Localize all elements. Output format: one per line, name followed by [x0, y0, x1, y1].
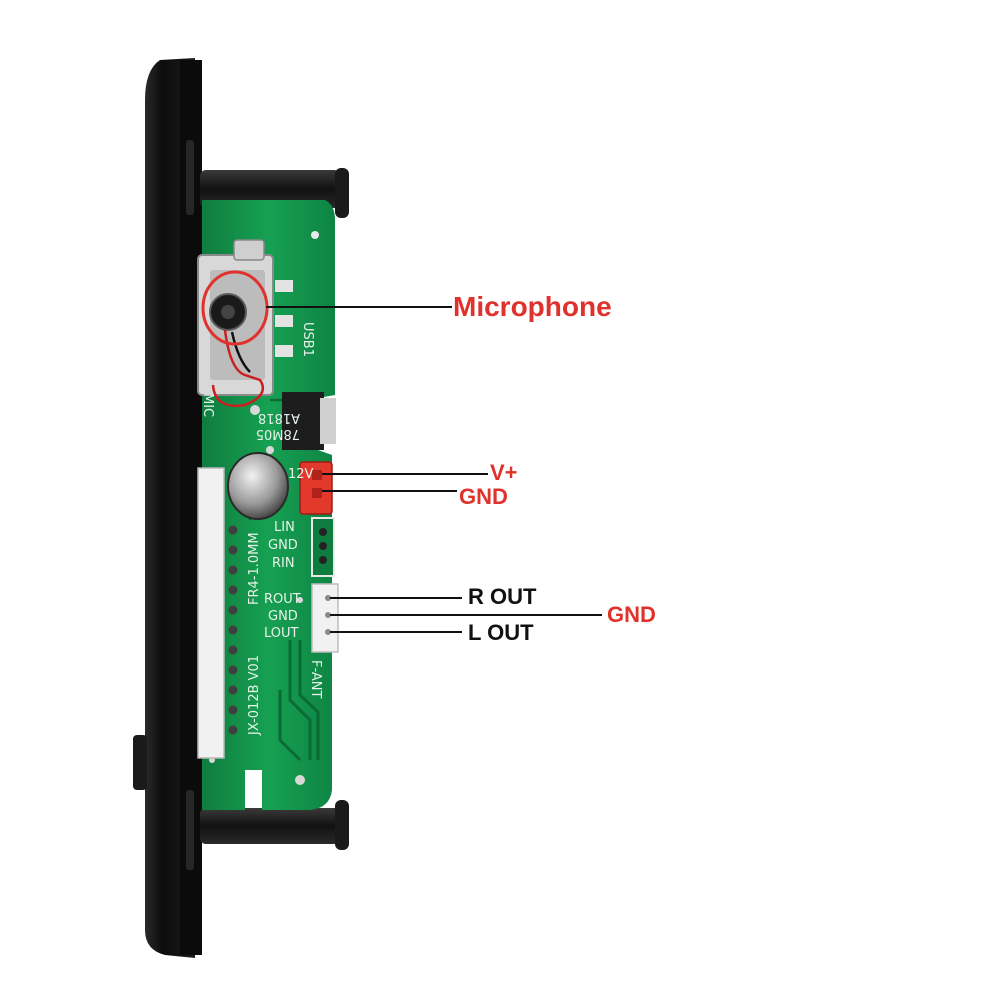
front-bezel — [133, 58, 202, 958]
callout-r-out: R OUT — [468, 584, 537, 609]
regulator-code-2: A1818 — [258, 410, 300, 425]
silk-gnd2: GND — [268, 609, 298, 624]
silk-rin: RIN — [272, 556, 295, 571]
silk-board-spec: FR4-1.0MM — [247, 532, 262, 605]
callout-lines — [266, 306, 602, 633]
callout-l-out: L OUT — [468, 620, 534, 645]
silk-mic: MIC — [200, 393, 215, 417]
side-header-connector — [197, 467, 238, 759]
callout-gnd-audio: GND — [607, 602, 656, 627]
capacitor — [227, 452, 289, 520]
mounting-bar-top — [200, 168, 349, 218]
voltage-regulator: A1818 78M05 — [256, 392, 336, 450]
mounting-bar-bottom — [200, 800, 349, 850]
silk-board-id: JX-012B V01 — [247, 655, 262, 736]
silk-gnd: GND — [268, 538, 298, 553]
callout-gnd-power: GND — [459, 484, 508, 509]
silk-f-ant: F-ANT — [308, 660, 323, 699]
callout-microphone: Microphone — [453, 291, 612, 322]
line-in-header — [311, 517, 335, 577]
silk-rout: ROUT — [264, 592, 301, 607]
silk-12v: 12V — [288, 467, 314, 482]
silk-usb1: USB1 — [300, 322, 315, 357]
microphone-capsule — [209, 293, 265, 408]
audio-out-connector — [311, 583, 339, 653]
regulator-code: 78M05 — [256, 426, 300, 441]
silk-lout: LOUT — [264, 626, 299, 641]
silk-lin: LIN — [274, 520, 295, 535]
callout-v-plus: V+ — [490, 460, 518, 485]
